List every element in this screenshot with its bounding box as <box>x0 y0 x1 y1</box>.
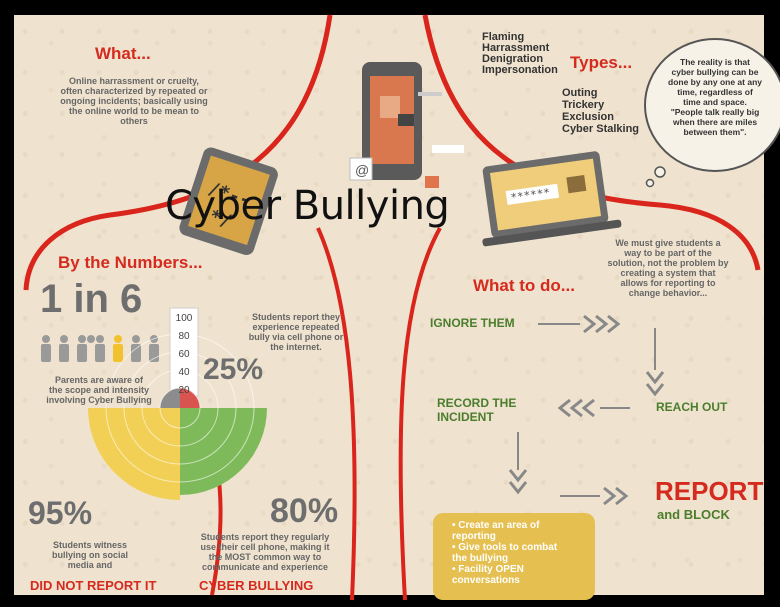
stat-25-line: experience repeated <box>252 322 340 332</box>
flow-arrows <box>508 314 665 506</box>
what-line: the online world to be mean to <box>68 106 199 116</box>
tips-box <box>433 513 595 600</box>
scale-tick: 80 <box>178 331 190 342</box>
step-block: and BLOCK <box>657 507 730 522</box>
phone-icon: @ <box>349 62 464 188</box>
svg-text:******: ****** <box>510 186 551 204</box>
parents-text: Parents are aware of the scope and inten… <box>34 375 164 405</box>
type-item: Harrassment <box>482 42 550 54</box>
stat-25-line: bully via cell phone or <box>248 332 344 342</box>
what-line: Online harrassment or cruelty, <box>69 76 199 86</box>
divider-curve-left <box>23 14 333 291</box>
quote-line: cyber bullying can be <box>671 67 759 77</box>
step-reach-out: REACH OUT <box>656 400 728 414</box>
stat-80-line: use their cell phone, making it <box>200 542 330 552</box>
chart-scale: 100 80 60 40 20 <box>172 310 196 400</box>
what-heading: What... <box>95 44 151 63</box>
stat-25-text: Students report they experience repeated… <box>236 312 356 352</box>
svg-text:@: @ <box>355 162 369 178</box>
parents-line: involving Cyber Bullying <box>46 395 152 405</box>
types-heading: Types... <box>570 53 633 72</box>
quote-line: done by any one at any <box>668 77 762 87</box>
quote-line: The reality is that <box>680 57 750 67</box>
stat-95-line: bullying on social <box>51 550 128 560</box>
tip-line: • Create an area of <box>452 520 540 531</box>
tablet-icon: /*-- */ <box>179 147 278 255</box>
divider-curve-right <box>422 14 761 271</box>
tips-list: • Create an area of reporting • Give too… <box>452 520 557 586</box>
tip-line: • Facility OPEN <box>452 564 524 575</box>
quote-text: The reality is that cyber bullying can b… <box>650 57 780 137</box>
todo-intro-line: change behavior... <box>628 288 708 298</box>
type-item: Trickery <box>562 99 605 111</box>
type-item: Outing <box>562 87 598 99</box>
type-item: Cyber Stalking <box>562 123 640 135</box>
scale-tick: 20 <box>178 385 190 396</box>
person-icon-row <box>41 335 159 362</box>
todo-intro-line: creating a system that <box>620 268 716 278</box>
did-not-report-label: DID NOT REPORT IT <box>30 578 157 593</box>
one-in-six-stat: 1 in 6 <box>40 277 143 321</box>
divider-stem-right <box>398 227 442 601</box>
cyber-bullying-label: CYBER BULLYING <box>199 578 314 593</box>
stat-80-line: communicate and experience <box>201 562 329 572</box>
divider-stem-left <box>316 227 357 601</box>
quote-line: time, regardless of <box>677 87 753 97</box>
tip-line: conversations <box>452 575 520 586</box>
todo-intro: We must give students a way to be part o… <box>598 238 738 298</box>
page-title: Cyber Bullying <box>165 183 450 229</box>
stat-95-value: 95% <box>28 495 93 531</box>
step-report: REPORT <box>655 476 764 506</box>
stat-80-line: Students report they regularly <box>200 532 330 542</box>
types-list-bottom: Outing Trickery Exclusion Cyber Stalking <box>562 87 639 135</box>
stat-25-value: 25% <box>203 353 264 386</box>
types-list-top: Flaming Harrassment Denigration Imperson… <box>482 32 558 76</box>
laptop-icon: ****** <box>482 151 622 247</box>
parents-line: Parents are aware of <box>54 375 144 385</box>
what-text: Online harrassment or cruelty, often cha… <box>44 76 224 126</box>
quote-line: between them". <box>683 127 747 137</box>
parents-line: the scope and intensity <box>48 385 150 395</box>
radial-chart <box>88 307 267 500</box>
type-item: Flaming <box>482 31 525 43</box>
stat-95-line: media and <box>67 560 113 570</box>
scale-tick: 100 <box>175 313 193 324</box>
type-item: Denigration <box>482 53 544 65</box>
type-item: Impersonation <box>482 64 558 76</box>
stat-25-line: the internet. <box>270 342 322 352</box>
scale-tick: 40 <box>178 367 190 378</box>
tip-line: the bullying <box>452 553 509 564</box>
todo-intro-line: We must give students a <box>615 238 721 248</box>
stat-80-text: Students report they regularly use their… <box>180 532 350 572</box>
what-line: ongoing incidents; basically using <box>60 96 208 106</box>
quote-line: time and space. <box>683 97 747 107</box>
stat-80-value: 80% <box>270 492 339 530</box>
what-line: others <box>120 116 148 126</box>
todo-heading: What to do... <box>473 276 575 295</box>
stat-80-line: the MOST common way to <box>208 552 322 562</box>
step-record: RECORD THE INCIDENT <box>437 396 516 424</box>
thought-cloud-icon <box>644 38 780 188</box>
what-line: often characterized by repeated or <box>60 86 208 96</box>
todo-intro-line: allows for reporting to <box>620 278 716 288</box>
step-ignore: IGNORE THEM <box>430 316 515 330</box>
stat-25-line: Students report they <box>251 312 340 322</box>
numbers-heading: By the Numbers... <box>58 253 203 272</box>
step-record-line: RECORD THE <box>437 396 517 410</box>
tip-line: reporting <box>452 531 496 542</box>
todo-intro-line: way to be part of the <box>624 248 712 258</box>
scale-tick: 60 <box>178 349 190 360</box>
step-record-line: INCIDENT <box>437 410 494 424</box>
quote-line: "People talk really big <box>670 107 760 117</box>
type-item: Exclusion <box>562 111 614 123</box>
stat-95-text: Students witness bullying on social medi… <box>30 540 150 570</box>
quote-line: when there are miles <box>672 117 758 127</box>
stat-95-line: Students witness <box>52 540 127 550</box>
tip-line: • Give tools to combat <box>452 542 558 553</box>
todo-intro-line: solution, not the problem by <box>607 258 729 268</box>
